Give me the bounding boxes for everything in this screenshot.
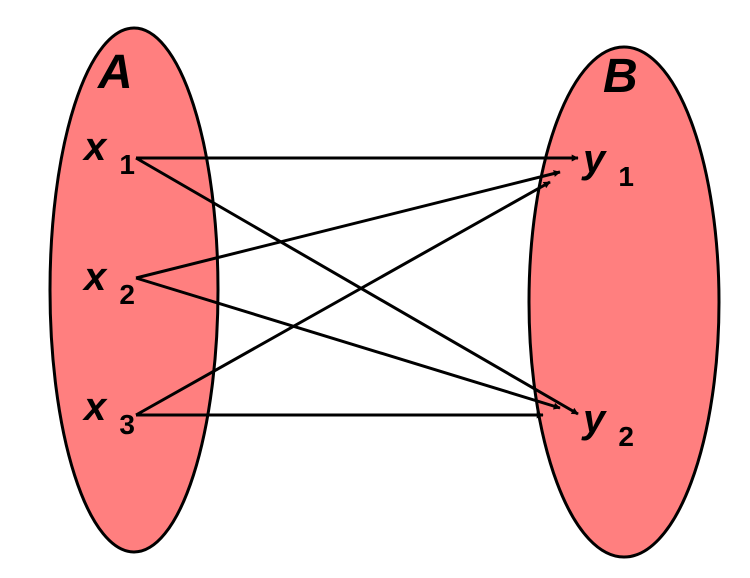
set-a-label: A: [97, 46, 133, 99]
element-y1-label: y 1: [581, 137, 634, 192]
element-x2-letter: x: [82, 255, 108, 299]
mapping-arrows: [135, 154, 579, 419]
element-x2-label: x 2: [82, 255, 135, 310]
arrow-x2-to-y2: [135, 276, 561, 410]
element-y2-letter: y: [581, 397, 607, 441]
element-y1-letter: y: [581, 137, 607, 181]
arrow-x1-to-y2: [135, 156, 579, 416]
element-x1-label: x 1: [82, 125, 135, 180]
element-x2-subscript: 2: [119, 279, 135, 310]
element-x3-letter: x: [82, 385, 108, 429]
arrow-x3-to-y1: [135, 180, 551, 417]
set-b-label: B: [603, 50, 638, 103]
element-y2-label: y 2: [581, 397, 634, 452]
element-x1-subscript: 1: [119, 149, 135, 180]
element-x1-letter: x: [82, 125, 108, 169]
element-x3-subscript: 3: [119, 409, 135, 440]
element-y1-subscript: 1: [618, 161, 634, 192]
set-b-ellipse: [527, 45, 721, 559]
element-y2-subscript: 2: [618, 421, 634, 452]
element-x3-label: x 3: [82, 385, 135, 440]
arrow-x2-to-y1: [135, 170, 561, 280]
